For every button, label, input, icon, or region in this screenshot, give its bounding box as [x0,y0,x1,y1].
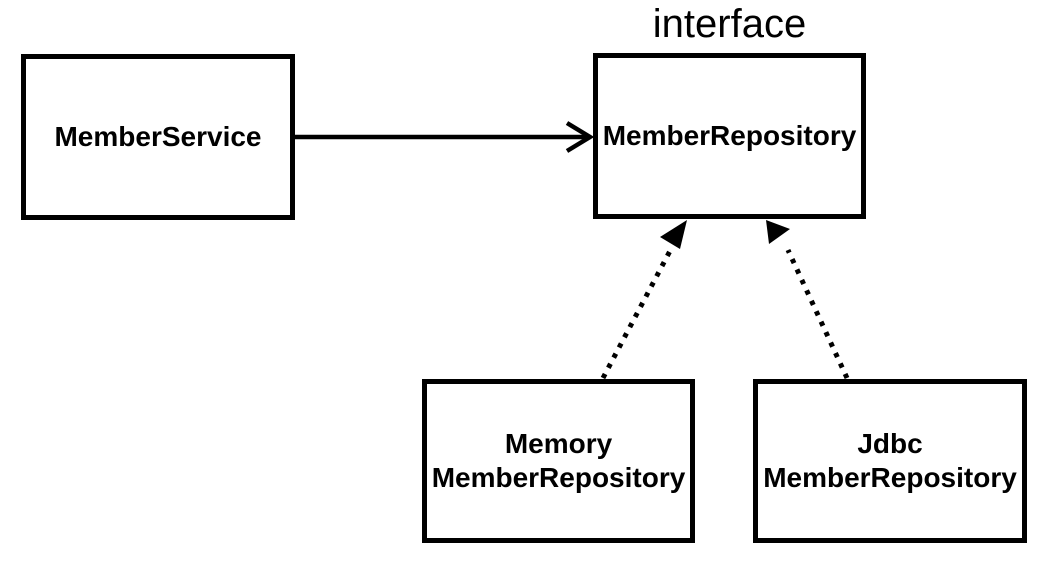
node-jdbc-member-repository-label-line1: Jdbc [857,428,923,459]
node-member-repository: MemberRepository [593,53,866,219]
node-memory-member-repository-label-line2: MemberRepository [431,462,686,493]
node-member-repository-label: MemberRepository [602,120,857,151]
implements-arrow-jdbc [766,220,850,380]
interface-stereotype-label: interface [652,2,807,46]
node-jdbc-member-repository: Jdbc MemberRepository [753,379,1027,543]
node-memory-member-repository-label-line1: Memory [504,428,613,459]
node-member-service: MemberService [21,54,295,220]
dependency-arrow [295,121,595,153]
node-member-service-label: MemberService [54,121,262,152]
node-jdbc-member-repository-label-line2: MemberRepository [763,462,1017,493]
node-memory-member-repository: Memory MemberRepository [422,379,695,543]
implements-arrow-memory [600,220,687,380]
